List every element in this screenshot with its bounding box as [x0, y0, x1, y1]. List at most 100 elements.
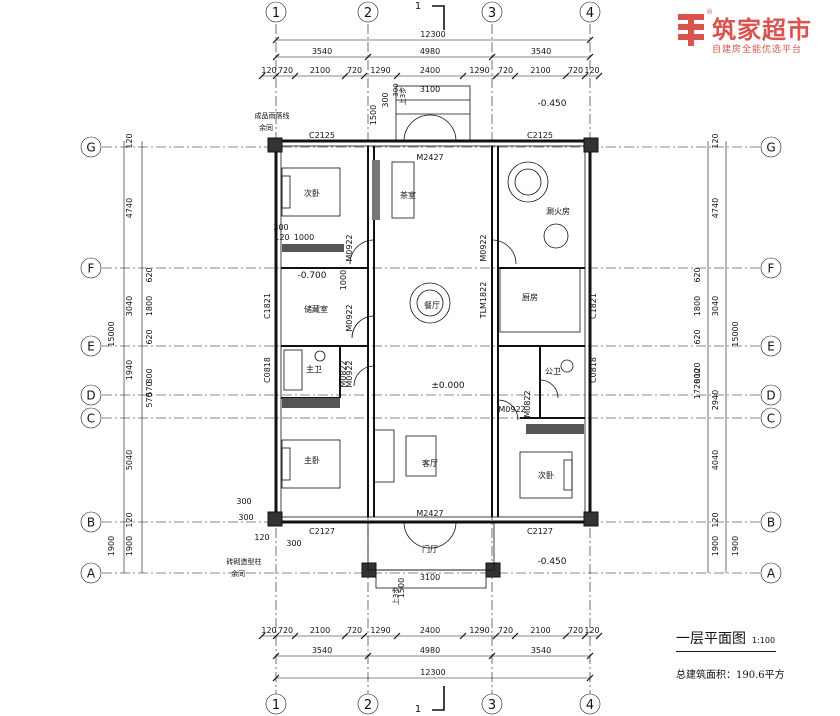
dim-misc-5: 300: [286, 539, 301, 548]
label-c2125-r: C2125: [527, 131, 553, 140]
dim-left-10: 570: [145, 392, 154, 407]
axis-bubble-top-4: [579, 1, 601, 23]
dim-bays-top-2: 3540: [531, 47, 551, 56]
axis-bubble-left-E: [80, 335, 102, 357]
label-c2127-r: C2127: [527, 527, 553, 536]
axis-label-right-G: G: [766, 141, 775, 155]
axis-label-right-E: E: [767, 340, 775, 354]
drawing-title: 一层平面图: [676, 631, 746, 647]
axis-bubble-right-F: [760, 257, 782, 279]
dim-right-11: 4040: [711, 450, 720, 470]
note-top-left-2: 余同: [259, 123, 273, 132]
room-living: 客厅: [422, 458, 438, 468]
dim-seg-top-6: 1290: [469, 66, 489, 75]
dim-right-10: 2940: [711, 390, 720, 410]
axis-label-top-2: 2: [364, 6, 372, 21]
dim-left-0: 120: [125, 133, 134, 148]
axis-bubble-right-B: [760, 511, 782, 533]
axis-label-bottom-2: 2: [364, 698, 372, 713]
dim-seg-bottom-5: 2400: [420, 626, 440, 635]
room-kitchen: 厨房: [522, 292, 538, 302]
dim-misc-1: 1000: [294, 233, 314, 242]
elevation-2: -0.700: [297, 271, 326, 281]
axis-label-bottom-1: 1: [272, 698, 280, 713]
dim-right-8: 1720: [693, 379, 702, 399]
axis-bubble-right-E: [760, 335, 782, 357]
room-hot-pot: 涮火房: [546, 206, 570, 216]
room-dining: 餐厅: [424, 301, 440, 310]
axis-bubble-left-D: [80, 384, 102, 406]
room-master: 主卧: [304, 455, 320, 465]
axis-label-top-1: 1: [272, 6, 280, 21]
dim-seg-top-2: 2100: [310, 66, 330, 75]
dim-seg-top-8: 2100: [530, 66, 550, 75]
dim-left-1: 4740: [125, 198, 134, 218]
dim-seg-bottom-8: 2100: [530, 626, 550, 635]
room-bedroom-nw: 次卧: [304, 188, 320, 198]
axis-bubble-right-D: [760, 384, 782, 406]
axis-label-left-C: C: [87, 412, 95, 426]
dim-left-9: 800: [145, 368, 154, 383]
label-c1821-l: C1821: [263, 293, 272, 319]
room-storage: 储藏室: [304, 304, 328, 314]
dim-bays-top-1: 4980: [420, 47, 440, 56]
dim-seg-bottom-7: 720: [498, 626, 513, 635]
dim-misc-7: 1000: [339, 270, 348, 290]
label-m0922-e: M0922: [498, 405, 525, 414]
dim-left-4: 620: [145, 329, 154, 344]
axis-label-right-A: A: [767, 567, 776, 581]
dim-left-13: 1900: [107, 536, 116, 556]
dim-seg-top-9: 720: [568, 66, 583, 75]
dim-seg-bottom-6: 1290: [469, 626, 489, 635]
dim-misc-4: 300: [238, 513, 253, 522]
brand-logo: ® 筑家超市 自建房全能优选平台: [676, 8, 836, 60]
axis-label-right-C: C: [767, 412, 775, 426]
dim-seg-bottom-4: 1290: [370, 626, 390, 635]
furniture: [281, 161, 581, 499]
room-bedroom-se: 次卧: [538, 470, 554, 480]
axis-label-right-F: F: [768, 262, 775, 276]
axis-bubble-left-A: [80, 562, 102, 584]
label-m0822-b: M0822: [523, 390, 532, 417]
room-bath-public: 公卫: [545, 367, 561, 376]
dim-left-3: 1800: [145, 296, 154, 316]
axis-label-bottom-4: 4: [586, 698, 594, 713]
dim-seg-bottom-3: 720: [347, 626, 362, 635]
brand-mark-icon: [678, 14, 704, 46]
dim-bays-bottom-2: 3540: [531, 646, 551, 655]
doors: [349, 114, 559, 549]
dim-right-5: 3040: [711, 296, 720, 316]
axis-bubble-left-B: [80, 511, 102, 533]
brand-title: 筑家超市: [712, 16, 812, 44]
dim-seg-bottom-1: 720: [278, 626, 293, 635]
axis-label-right-B: B: [767, 516, 775, 530]
elevation-1: -0.450: [537, 99, 566, 109]
brand-subtitle: 自建房全能优选平台: [712, 45, 803, 55]
section-mark-bottom: 1: [415, 704, 421, 715]
label-c2127-l: C2127: [309, 527, 335, 536]
dim-porch-top-0: 1500: [369, 105, 378, 125]
dim-bays-top-0: 3540: [312, 47, 332, 56]
dim-misc-0: 300: [273, 223, 288, 232]
dim-right-9: 800: [693, 368, 702, 383]
axis-label-left-D: D: [86, 389, 95, 403]
label-m0922-c: M0922: [345, 304, 354, 331]
dim-bays-bottom-0: 3540: [312, 646, 332, 655]
dim-seg-bottom-2: 2100: [310, 626, 330, 635]
label-tlm1822: TLM1822: [479, 282, 488, 320]
total-area: 总建筑面积：190.6平方: [676, 670, 785, 681]
dim-misc-2: 120: [274, 233, 289, 242]
dim-porch-top-2: 300: [392, 83, 400, 96]
elevation-3: ±0.000: [431, 381, 465, 391]
axis-bubble-bottom-2: [357, 693, 379, 715]
dim-right-12: 120: [711, 512, 720, 527]
dim-left-8: 570: [145, 381, 154, 396]
inner-wall-line: [280, 145, 586, 518]
dim-porch-top-3: 3100: [420, 85, 440, 94]
dim-seg-top-3: 720: [347, 66, 362, 75]
dim-seg-bottom-9: 720: [568, 626, 583, 635]
axis-bubble-left-C: [80, 407, 102, 429]
registered-mark: ®: [706, 8, 713, 16]
